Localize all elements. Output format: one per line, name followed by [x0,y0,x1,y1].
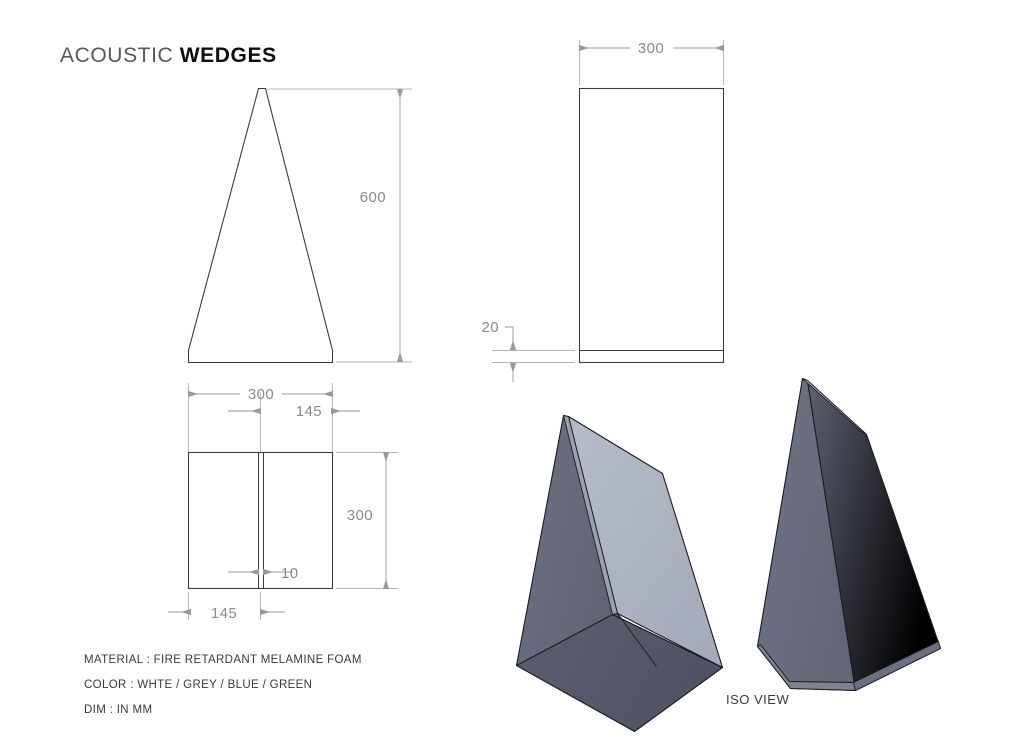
front-width-dimensions: 300 145 [188,383,360,452]
note-material: MATERIAL : FIRE RETARDANT MELAMINE FOAM [84,654,362,666]
iso-wedge-right [756,377,942,692]
iso-right-base-strip-right [852,640,942,692]
front-height-dim-text: 600 [360,189,386,206]
side-base-leader [505,326,514,345]
side-base-dim-text: 20 [482,319,500,336]
iso-view-label: ISO VIEW [726,692,790,707]
title-part-bold: WEDGES [179,44,277,67]
iso-wedge-left [515,414,724,733]
top-outline [187,451,334,590]
top-offset-dim-text: 145 [211,605,237,622]
side-outline [578,87,725,364]
iso-right-ridge-strip [802,378,867,435]
title-part-light: ACOUSTIC [60,44,180,67]
front-elevation-view: 600 [187,87,412,364]
top-depth-dim-text: 300 [347,507,373,524]
note-color: COLOR : WHTE / GREY / BLUE / GREEN [84,679,313,691]
side-width-dim-text: 300 [638,40,664,57]
top-plan-view: 10 300 145 [168,451,398,622]
page-title: ACOUSTIC WEDGES [60,44,277,68]
top-ridge-dim-text: 10 [281,565,299,582]
front-tip-offset-dim-text: 145 [296,403,322,420]
iso-left-base-edge [612,614,723,668]
side-elevation-view: 300 20 [482,40,725,382]
front-outline [187,87,334,364]
notes-block: MATERIAL : FIRE RETARDANT MELAMINE FOAM … [84,648,362,723]
note-dim: DIM : IN MM [84,704,153,716]
iso-left-inner-edge [617,613,657,667]
front-width-dim-text: 300 [248,386,274,403]
